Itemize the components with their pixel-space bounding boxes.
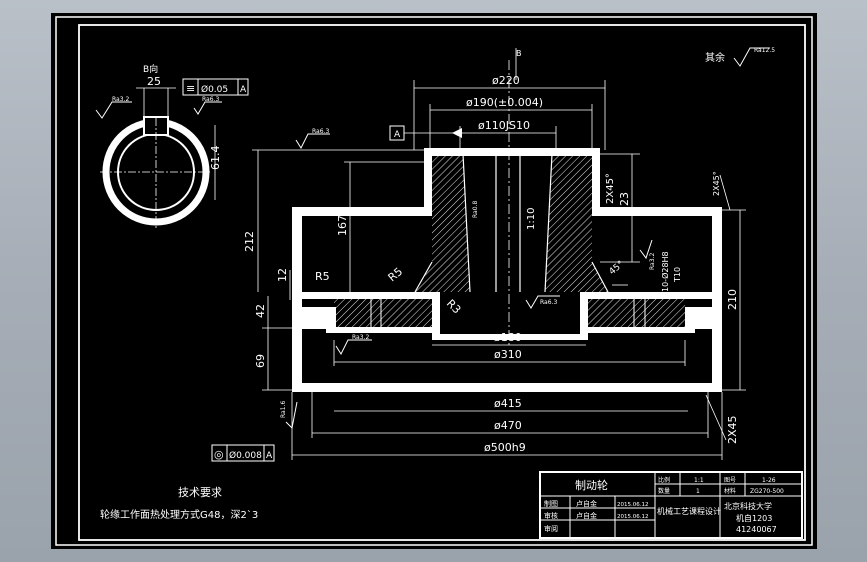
title-designer-date: 2015.06.12 — [617, 502, 649, 508]
chamfer-right-top: 2X45° — [712, 171, 721, 196]
dim-d310: ø310 — [494, 348, 522, 361]
roughness-right-face: Ra3.2 — [649, 253, 656, 270]
title-scale-label: 比例 — [658, 476, 670, 484]
roughness-bottom-left: Ra3.2 — [352, 334, 369, 341]
runout-value: Ø0.008 — [229, 450, 262, 461]
title-checker-role: 审核 — [544, 511, 558, 520]
inner-frame — [78, 24, 806, 541]
symmetry-tolerance-frame — [182, 78, 249, 96]
roughness-flange-step: Ra6.3 — [540, 299, 557, 306]
symmetry-value: Ø0.05 — [201, 84, 228, 95]
keyway-section — [100, 87, 216, 228]
radius-r5-left: R5 — [315, 270, 330, 283]
title-block — [539, 471, 803, 539]
dim-h69: 69 — [254, 354, 267, 368]
runout-symbol: ◎ — [214, 448, 224, 461]
dim-h210: 210 — [726, 289, 739, 310]
title-quantity-label: 数量 — [658, 487, 670, 495]
dim-h23: 23 — [618, 192, 631, 206]
dim-h167: 167 — [336, 215, 349, 236]
dim-d470: ø470 — [494, 419, 522, 432]
roughness-bottom-face: Ra1.6 — [280, 401, 287, 418]
title-material-value: ZG270-500 — [750, 488, 784, 495]
outer-border — [55, 16, 813, 546]
hub-right-hatch — [545, 154, 608, 292]
dim-h12: 12 — [276, 268, 289, 282]
roughness-general: Ra12.5 — [754, 47, 775, 54]
datum-label: A — [394, 130, 401, 140]
web-right-hatch — [585, 298, 685, 328]
hole-note: 10-Ø28H8 — [660, 251, 670, 292]
hub-left-hatch — [415, 154, 470, 292]
roughness-bore-inner: Ra0.8 — [472, 201, 479, 218]
dim-h212: 212 — [243, 231, 256, 252]
roughness-symbols — [95, 47, 770, 430]
dim-d415: ø415 — [494, 397, 522, 410]
title-checker-date: 2015.06.12 — [617, 514, 649, 520]
remainder-label: 其余 — [705, 51, 725, 64]
title-scale-value: 1:1 — [694, 477, 704, 484]
title-student-id: 41240067 — [736, 525, 777, 534]
title-course: 机械工艺课程设计 — [657, 506, 721, 516]
dim-d180: ø180 — [494, 331, 522, 344]
web-left-hatch — [334, 298, 434, 328]
title-school: 北京科技大学 — [724, 501, 772, 511]
dim-h42: 42 — [254, 304, 267, 318]
tech-requirements-heading: 技术要求 — [178, 486, 222, 499]
symmetry-datum: A — [240, 85, 247, 95]
view-label: B向 — [143, 63, 158, 75]
dimension-lines — [252, 48, 746, 460]
runout-datum: A — [266, 451, 273, 461]
symmetry-symbol: ≡ — [186, 82, 195, 95]
title-part-name: 制动轮 — [575, 478, 608, 492]
roughness-keyway-left: Ra3.2 — [112, 96, 129, 103]
dim-keyway-width: 25 — [147, 75, 161, 88]
title-class-name: 机自1203 — [736, 513, 772, 523]
title-designer-role: 制图 — [544, 499, 558, 508]
chamfer-top: 2X45° — [605, 173, 616, 204]
dim-d190: ø190(±0.004) — [466, 96, 543, 109]
title-sheet-value: 1-26 — [762, 477, 776, 484]
title-approver-role: 审阅 — [544, 524, 558, 533]
roughness-keyway-right: Ra6.3 — [202, 96, 219, 103]
chamfer-right-bottom: 2X45 — [726, 415, 739, 444]
dim-d110: ø110JS10 — [478, 119, 530, 132]
labels: B向 B 其余 Ra12.5 Ra3.2 Ra6.3 Ra6.3 Ra3.2 R… — [100, 47, 784, 534]
tech-requirements-line1: 轮缘工作面热处理方式G48，深2`3 — [100, 508, 258, 521]
runout-tolerance-frame — [211, 444, 275, 462]
title-designer-name: 卢自金 — [576, 499, 597, 508]
taper-label: 1:10 — [526, 208, 537, 230]
t10-label: T10 — [673, 267, 682, 283]
title-sheet-label: 图号 — [724, 477, 736, 484]
title-material-label: 材料 — [724, 487, 736, 495]
title-quantity-value: 1 — [696, 488, 700, 495]
dim-d500: ø500h9 — [484, 441, 526, 454]
title-checker-name: 卢自金 — [576, 511, 597, 520]
roughness-bore-top: Ra6.3 — [312, 128, 329, 135]
section-arrow-label: B — [516, 49, 522, 58]
dim-d220: ø220 — [492, 74, 520, 87]
profile-walls — [292, 148, 722, 392]
section-view — [292, 60, 722, 392]
dim-keyway-depth: 61.4 — [209, 146, 222, 171]
